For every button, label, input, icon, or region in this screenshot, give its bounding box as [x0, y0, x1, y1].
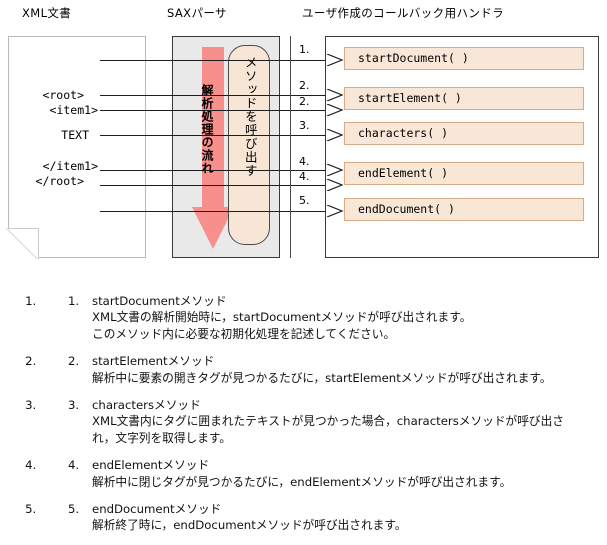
connector-line [100, 185, 325, 186]
description-title: endDocumentメソッド [92, 502, 222, 517]
connector-line [100, 135, 325, 136]
connector-arrowhead-icon [326, 164, 344, 176]
number-column-rule [290, 36, 291, 258]
method-description-item: 2. startElementメソッド解析中に要素の開きタグが見つかるたびに，st… [40, 353, 607, 386]
handler-method-box[interactable]: characters( ) [344, 122, 584, 145]
handler-method-box[interactable]: startElement( ) [344, 87, 584, 110]
connector-line [100, 170, 325, 171]
handler-frame [325, 36, 599, 258]
connector-step-number: 2. [299, 79, 310, 92]
description-title: endElementメソッド [92, 458, 210, 473]
number-column-rule [325, 36, 326, 258]
connector-line [100, 211, 325, 212]
connector-step-number: 2. [299, 95, 310, 108]
handler-method-box[interactable]: endDocument( ) [344, 198, 584, 221]
method-description-item: 3. charactersメソッドXML文書内にタグに囲まれたテキストが見つかった… [40, 397, 607, 446]
xml-line: </item1> [42, 159, 98, 173]
method-description-item: 1. startDocumentメソッド XML文書の解析開始時に，startDoc… [40, 293, 607, 342]
xml-line: <item1> [49, 103, 98, 117]
connector-line [100, 95, 325, 96]
method-description-item: 4. endElementメソッド解析中に閉じタグが見つかるたびに，endElem… [40, 457, 607, 490]
description-body: XML文書の解析開始時に，startDocumentメソッドが呼び出されます。 … [92, 310, 472, 341]
description-number: 3. [68, 398, 80, 413]
parse-flow-arrow-icon [192, 47, 234, 249]
call-method-box: メソッドを呼び出す [228, 45, 270, 245]
description-title: startDocumentメソッド [92, 294, 227, 308]
connector-arrowhead-icon [326, 89, 344, 101]
connector-step-number: 4. [299, 155, 310, 168]
xml-sheet-folded-corner-icon [8, 228, 39, 259]
column-heading-sax: SAXパーサ [167, 6, 227, 20]
xml-line: TEXT [61, 128, 89, 142]
parse-flow-label: 解析処理の流れ [200, 84, 214, 175]
connector-arrowhead-icon [326, 179, 344, 191]
xml-document-sheet [8, 36, 146, 258]
description-body: 解析中に要素の開きタグが見つかるたびに，startElementメソッドが呼び出… [92, 370, 552, 385]
description-body: 解析中に閉じタグが見つかるたびに，endElementメソッドが呼び出されます。 [92, 474, 512, 489]
description-body: 解析終了時に，endDocumentメソッドが呼び出されます。 [92, 518, 407, 533]
connector-step-number: 4. [299, 170, 310, 183]
method-description-item: 5. endDocumentメソッド解析終了時に，endDocumentメソッドが… [40, 501, 607, 534]
call-method-label: メソッドを呼び出す [242, 56, 258, 178]
description-number: 5. [68, 502, 80, 517]
description-title: startElementメソッド [92, 354, 215, 369]
handler-method-box[interactable]: startDocument( ) [344, 47, 584, 70]
xml-line: <root> [42, 88, 84, 102]
connector-step-number: 3. [299, 119, 310, 132]
connector-arrowhead-icon [326, 205, 344, 217]
description-number: 2. [68, 354, 80, 369]
xml-line: </root> [35, 174, 84, 188]
handler-method-box[interactable]: endElement( ) [344, 162, 584, 185]
connector-arrowhead-icon [326, 129, 344, 141]
column-heading-handler: ユーザ作成のコールバック用ハンドラ [302, 6, 505, 20]
column-heading-xml: XML文書 [22, 6, 72, 20]
method-description-list: 1. startDocumentメソッド XML文書の解析開始時に，startDoc… [0, 293, 607, 545]
connector-line [100, 60, 325, 61]
description-number: 4. [68, 458, 80, 473]
description-number: 1. [68, 294, 80, 308]
description-title: charactersメソッド [92, 398, 201, 413]
connector-step-number: 1. [299, 43, 310, 56]
description-body: XML文書内にタグに囲まれたテキストが見つかった場合，charactersメソッ… [92, 414, 564, 445]
connector-step-number: 5. [299, 194, 310, 207]
connector-arrowhead-icon [326, 104, 344, 116]
connector-arrowhead-icon [326, 54, 344, 66]
connector-line [100, 110, 325, 111]
